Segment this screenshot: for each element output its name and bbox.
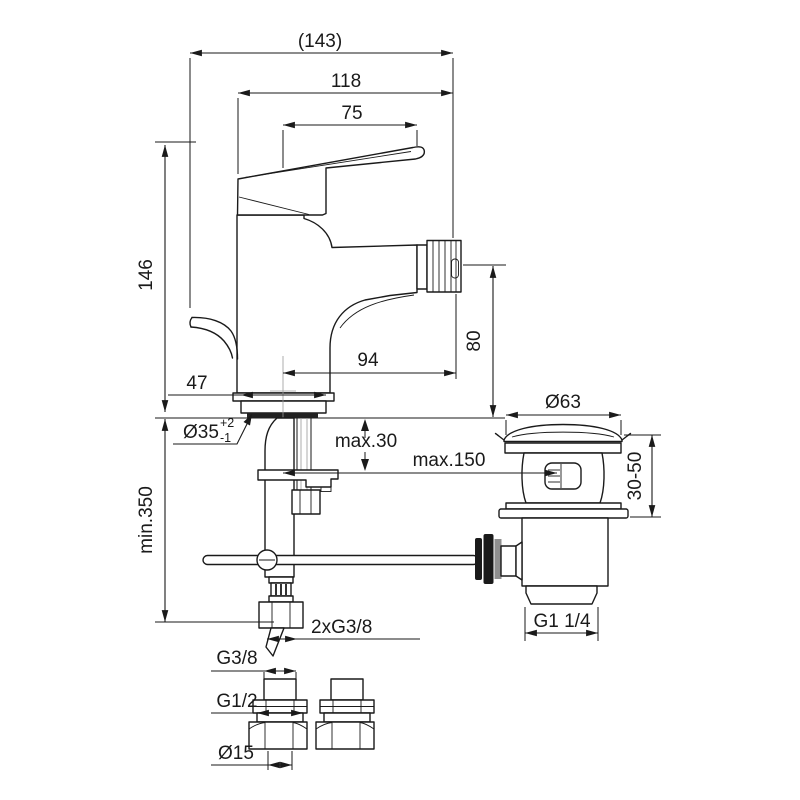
dim-label-rod-reach: max.150 [413, 450, 486, 471]
dim-label-adapter-top: G3/8 [216, 648, 257, 669]
rod-ball-joint [475, 534, 523, 584]
dim-waste-thread: G1 1/4 [524, 607, 599, 641]
adapter-fitting-left [248, 678, 308, 750]
lever-handle [236, 146, 426, 216]
dim-waste-cap: Ø63 [505, 392, 622, 435]
clamp-nut [291, 489, 321, 515]
hole-dia-label: Ø35 [183, 422, 219, 443]
waste-window [544, 462, 582, 490]
handle-wedge-line [238, 196, 310, 215]
hose-ribbed-end [268, 576, 294, 603]
dim-label-waste-thread: G1 1/4 [533, 611, 590, 632]
dim-label-spout-reach: 94 [357, 350, 379, 371]
dim-height: 146 [136, 141, 196, 413]
dim-label-handle-length: 75 [341, 103, 362, 124]
waste-lower-flange [498, 508, 629, 519]
adapter-fitting-right [315, 678, 375, 750]
callout-hole-diameter: Ø35 +2 -1 [173, 414, 252, 445]
spout-underside-line [339, 294, 415, 329]
waste-tailpiece [525, 585, 598, 605]
handle-top-face-line [244, 151, 412, 178]
dim-label-height: 146 [136, 259, 157, 291]
base-collar [232, 392, 335, 402]
dim-outlet-height: 80 [463, 264, 506, 418]
waste-lower-body [521, 517, 609, 587]
hole-tol-plus: +2 [220, 416, 234, 430]
hose-tail [265, 627, 285, 657]
dim-deck-thickness: max.30 [335, 419, 397, 471]
dim-waste-height-range: 30-50 [624, 434, 661, 518]
dim-label-hose-thread: 2xG3/8 [311, 617, 372, 638]
dim-rod-reach: max.150 [282, 450, 558, 477]
dim-adapter-thread-top: G3/8 [211, 648, 297, 680]
dim-upper-length: 118 [237, 71, 454, 174]
base-plate [240, 400, 327, 414]
waste-assembly [475, 423, 632, 605]
faucet-body [236, 214, 418, 394]
dim-label-hose-min: min.350 [136, 486, 157, 554]
waste-cap [503, 423, 623, 443]
waste-flange [504, 442, 622, 454]
faucet [189, 146, 462, 421]
dim-label-upper-length: 118 [331, 71, 361, 92]
dim-label-waste-height: 30-50 [625, 452, 646, 501]
dim-label-waste-cap: Ø63 [545, 392, 581, 413]
aerator-outlet [451, 258, 459, 279]
dim-overall-length: (143) [189, 31, 454, 308]
dim-label-adapter-pipe: Ø15 [218, 743, 254, 764]
centerline [270, 356, 296, 421]
dim-adapter-thread-mid: G1/2 [211, 691, 304, 717]
hole-tol-minus: -1 [220, 431, 231, 445]
dim-handle-length: 75 [282, 103, 418, 168]
dim-label-outlet-height: 80 [464, 330, 485, 351]
dim-label-base-width: 47 [186, 373, 207, 394]
aerator [416, 239, 462, 293]
pop-up-rod [202, 549, 479, 571]
dim-base-width: 47 [168, 373, 327, 399]
dim-label-deck-max: max.30 [335, 431, 397, 452]
base-gasket [247, 413, 318, 419]
dim-label-adapter-mid: G1/2 [216, 691, 257, 712]
waste-plate [505, 502, 622, 510]
dim-hose-min-length: min.350 [136, 418, 274, 623]
rear-knob [189, 316, 239, 360]
dim-spout-reach: 94 [282, 294, 457, 379]
hose-nut [258, 601, 304, 629]
dim-label-overall-length: (143) [298, 31, 342, 52]
dim-adapter-pipe: Ø15 [211, 743, 293, 770]
dim-hose-thread: 2xG3/8 [266, 617, 420, 643]
